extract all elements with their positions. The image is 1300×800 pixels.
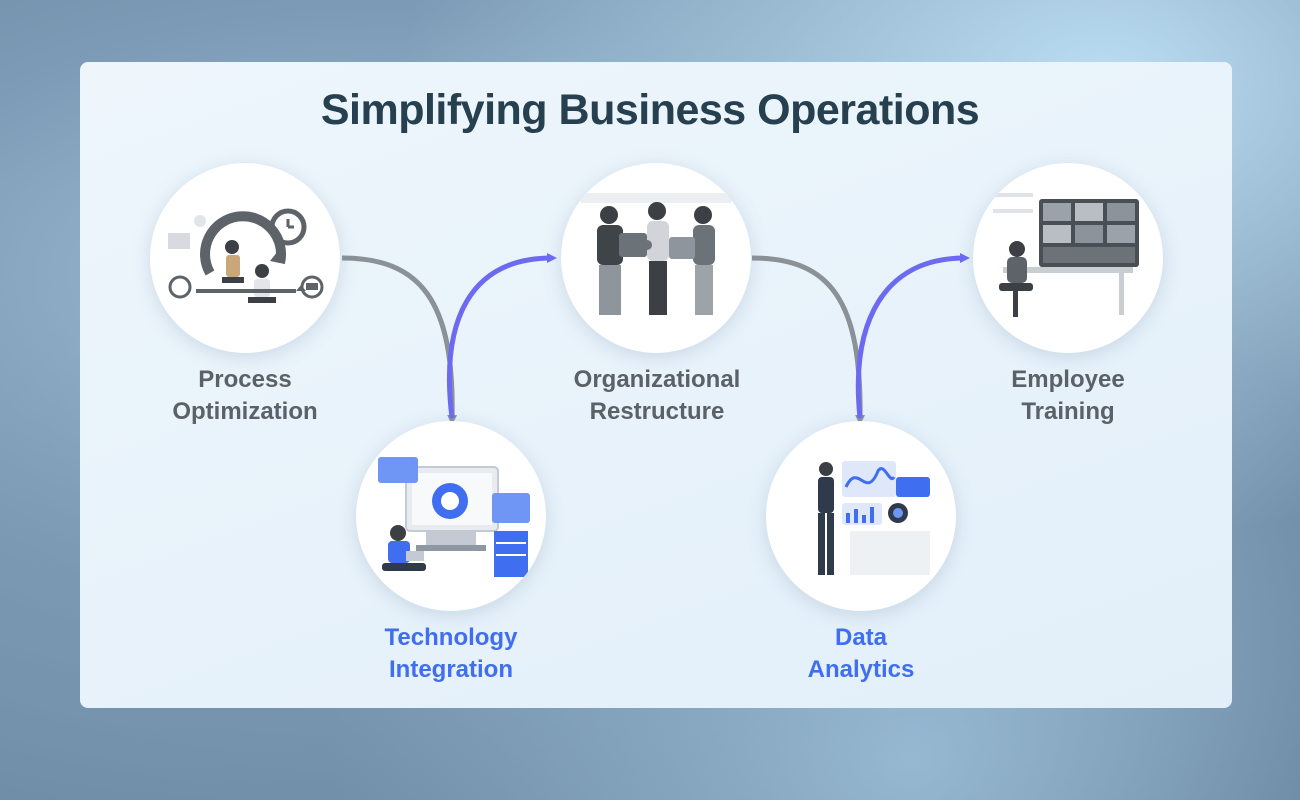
step-label-data-analytics: Data Analytics	[807, 624, 915, 683]
organizational-restructure-circle	[561, 163, 751, 353]
arrow-technology-to-organizational	[446, 253, 557, 419]
step-label-organizational-restructure: Organizational Restructure	[573, 366, 741, 425]
data-analytics-circle	[766, 421, 956, 611]
employee-training-circle	[973, 163, 1163, 353]
api-integration-icon	[378, 457, 530, 577]
process-cycle-icon	[168, 208, 324, 303]
step-label-process-optimization: Process Optimization	[172, 366, 318, 425]
page-title: Simplifying Business Operations	[320, 86, 980, 134]
analytics-dashboard-icon	[818, 461, 930, 575]
video-training-icon	[993, 193, 1139, 317]
process-optimization-circle	[150, 163, 340, 353]
technology-integration-circle	[356, 421, 546, 611]
step-label-technology-integration: Technology Integration	[384, 624, 518, 683]
team-puzzle-icon	[581, 193, 731, 315]
arrow-data-to-employee	[855, 253, 970, 419]
step-label-employee-training: Employee Training	[1011, 366, 1125, 425]
